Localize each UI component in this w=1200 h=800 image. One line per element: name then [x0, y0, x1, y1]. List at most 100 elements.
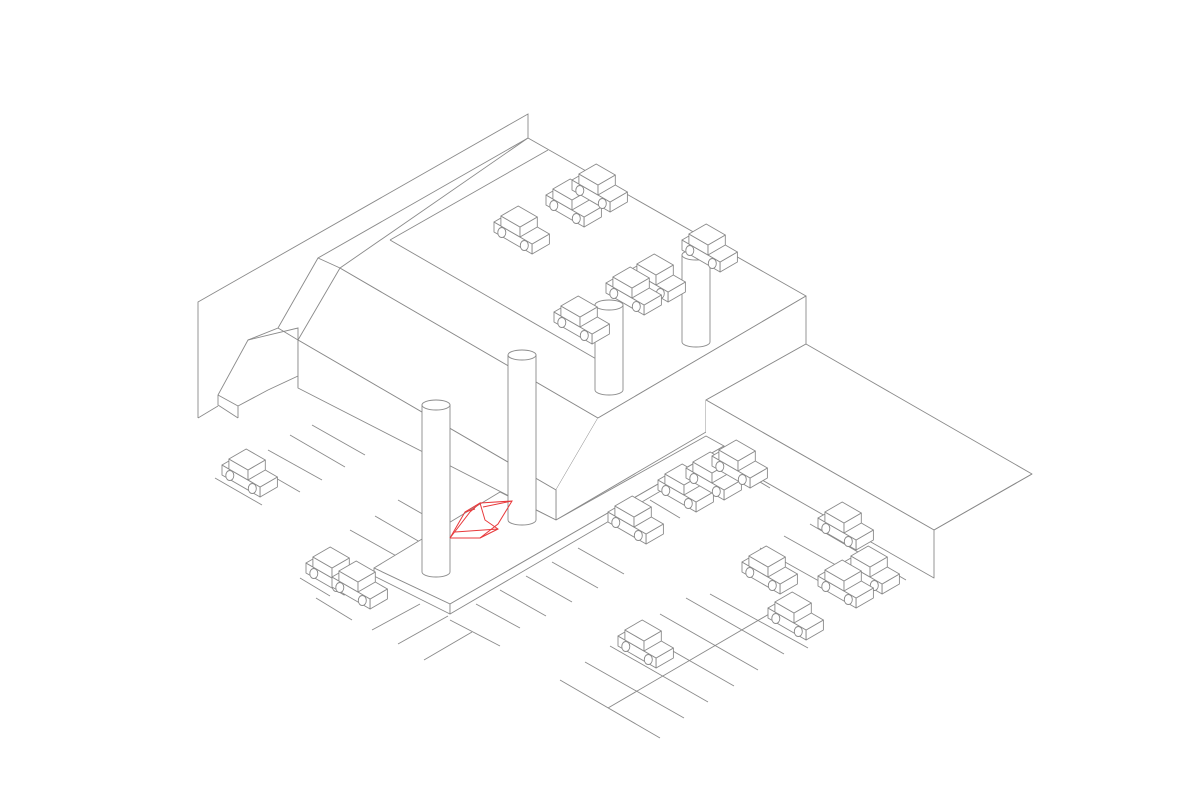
lower-deck	[705, 343, 1033, 579]
car-top	[748, 545, 786, 568]
car-top	[614, 495, 652, 518]
car-top	[578, 163, 616, 186]
column-shaft	[421, 404, 451, 578]
car-top	[338, 560, 376, 583]
parking-line	[584, 661, 685, 719]
column-shaft	[681, 254, 711, 348]
parking-line	[371, 603, 421, 631]
wheel	[579, 330, 589, 341]
car	[605, 266, 662, 316]
wheel	[609, 288, 619, 299]
parking-line	[559, 679, 661, 739]
parking-line	[214, 477, 263, 506]
parking-line	[311, 424, 366, 456]
wheel	[685, 245, 695, 256]
parking-line	[551, 561, 599, 589]
parking-line	[525, 575, 573, 603]
wheel	[745, 567, 755, 578]
parking-line	[267, 449, 323, 481]
car-top	[228, 448, 266, 471]
column-shaft	[507, 354, 537, 526]
car	[553, 295, 610, 345]
parking-line	[289, 434, 346, 468]
wheel	[633, 530, 643, 541]
wheel	[643, 654, 653, 665]
car	[817, 501, 874, 551]
wheel	[225, 470, 235, 481]
parking-line	[315, 597, 353, 621]
car	[221, 448, 278, 498]
wheel	[737, 474, 747, 485]
car-top	[718, 439, 756, 462]
car	[331, 560, 388, 610]
car-top	[824, 501, 862, 524]
wheel	[683, 498, 693, 509]
wheel	[715, 461, 725, 472]
parking-line	[499, 589, 547, 617]
car-top	[500, 205, 538, 228]
parking-line	[649, 499, 681, 519]
car-top	[624, 619, 662, 642]
column	[681, 249, 711, 348]
car-top	[612, 266, 650, 289]
parking-line	[609, 645, 709, 703]
wheel	[793, 626, 803, 637]
wheel	[597, 198, 607, 209]
wheel	[843, 594, 853, 605]
car-top	[312, 546, 350, 569]
wheel	[821, 523, 831, 534]
parking-line	[475, 603, 521, 629]
column	[594, 299, 624, 396]
parking-line	[397, 615, 449, 645]
car	[571, 163, 628, 213]
car	[767, 591, 824, 641]
wheel	[661, 485, 671, 496]
parking-line	[299, 577, 331, 597]
wheel	[247, 483, 257, 494]
car	[711, 439, 768, 489]
wheel	[571, 213, 581, 224]
wheel	[621, 641, 631, 652]
column-top	[421, 399, 451, 411]
car	[681, 223, 738, 273]
wheel	[575, 185, 585, 196]
car	[741, 545, 798, 595]
wheel	[557, 317, 567, 328]
red-sculpture	[449, 500, 513, 539]
parking-line	[423, 631, 473, 661]
car-top	[850, 545, 888, 568]
wheel	[611, 517, 621, 528]
parking-line	[577, 547, 625, 575]
cars	[221, 163, 900, 669]
parking-line	[374, 515, 421, 543]
parking-line	[449, 619, 501, 647]
parking-line	[659, 613, 759, 671]
wheel	[767, 580, 777, 591]
car-top	[774, 591, 812, 614]
wheel	[549, 200, 559, 211]
car-top	[636, 253, 674, 276]
column-top	[594, 299, 624, 311]
car	[617, 619, 674, 669]
wheel	[821, 581, 831, 592]
column-top	[507, 349, 537, 361]
parking-line	[709, 593, 809, 649]
car-top	[824, 559, 862, 582]
wheel	[689, 473, 699, 484]
wheel	[357, 595, 367, 606]
car	[657, 463, 714, 513]
car-top	[560, 295, 598, 318]
wheel	[309, 568, 319, 579]
wheel	[497, 227, 507, 238]
wheel	[843, 536, 853, 547]
car	[817, 559, 874, 609]
wheel	[771, 613, 781, 624]
wheel	[707, 258, 717, 269]
wheel	[335, 582, 345, 593]
parking-line	[685, 597, 785, 655]
car-top	[688, 223, 726, 246]
column	[421, 399, 451, 578]
wheel	[519, 240, 529, 251]
car	[607, 495, 664, 545]
